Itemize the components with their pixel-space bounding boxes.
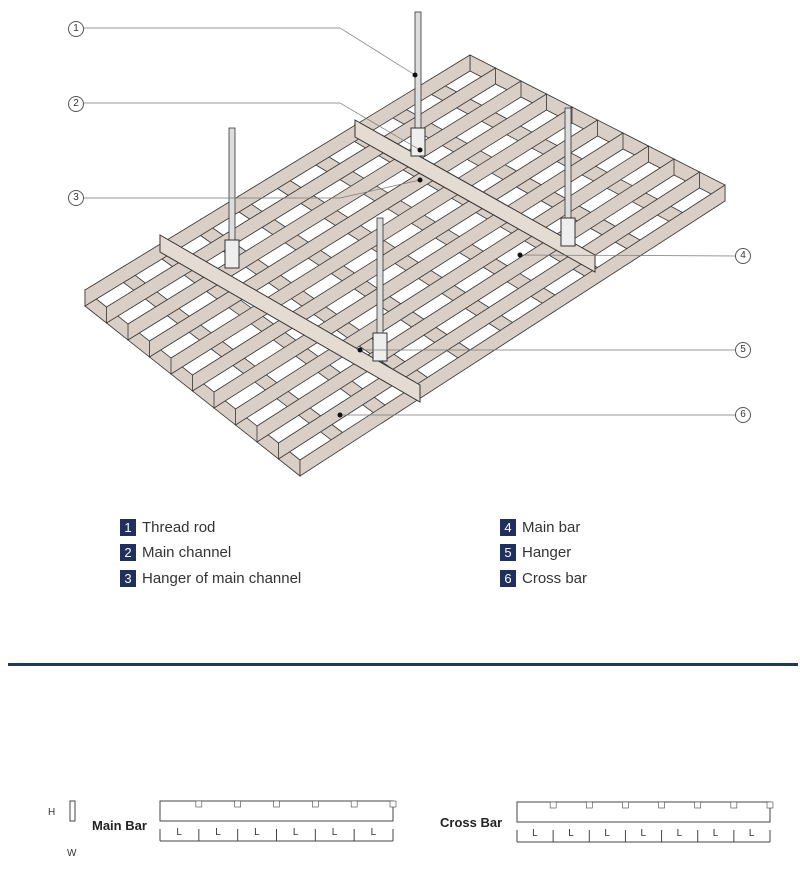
slot: [585, 801, 593, 809]
hanger: [224, 239, 240, 269]
legend-label: Hanger of main channel: [142, 570, 302, 587]
legend-label: Hanger: [522, 544, 572, 561]
main-channel: [354, 119, 596, 273]
leader-dot: [417, 147, 423, 153]
legend-number: 6: [500, 570, 516, 587]
slot: [766, 801, 774, 809]
slot: [389, 800, 397, 808]
leader-dot: [412, 72, 418, 78]
leader-dot: [417, 177, 423, 183]
slot: [195, 800, 203, 808]
legend-number: 1: [120, 519, 136, 536]
slot: [730, 801, 738, 809]
leader-line: [82, 27, 416, 76]
main-bar: [299, 184, 726, 477]
legend-label: Thread rod: [142, 519, 216, 536]
slot: [622, 801, 629, 809]
length-label: L: [215, 827, 221, 838]
hanger: [410, 127, 426, 157]
callout-2: 2: [68, 96, 84, 112]
length-label: L: [712, 828, 719, 839]
legend-number: 4: [500, 519, 516, 536]
section-profile: [69, 800, 76, 822]
legend-label: Main bar: [522, 519, 581, 536]
main-bar: [278, 171, 700, 460]
length-label: L: [568, 828, 574, 839]
legend-item: 4 Main bar: [500, 519, 580, 536]
length-label: L: [604, 828, 610, 839]
legend-label: Cross bar: [522, 570, 588, 587]
callout-5: 5: [735, 342, 751, 358]
section-divider: [8, 663, 798, 666]
legend-item: 1 Thread rod: [120, 519, 215, 536]
length-label: L: [532, 828, 538, 839]
slot: [549, 801, 557, 809]
legend-number: 3: [120, 570, 136, 587]
length-label: L: [640, 828, 647, 839]
slot: [350, 800, 358, 808]
leader-dot: [357, 347, 363, 353]
slot: [658, 801, 665, 809]
leader-line: [82, 102, 421, 151]
length-label: L: [176, 827, 182, 838]
callout-4: 4: [735, 248, 751, 264]
legend-item: 5 Hanger: [500, 544, 571, 561]
length-label: L: [292, 827, 299, 838]
leader-dot: [337, 412, 343, 418]
length-label: L: [676, 828, 683, 839]
main-channel: [159, 234, 421, 403]
main-bar: [106, 67, 496, 324]
length-label: L: [331, 827, 338, 838]
height-label: H: [48, 807, 56, 818]
legend-item: 6 Cross bar: [500, 570, 587, 587]
callout-3: 3: [68, 190, 84, 206]
leader-dot: [517, 252, 523, 258]
slot: [312, 800, 319, 808]
callout-1: 1: [68, 21, 84, 37]
legend-item: 2 Main channel: [120, 544, 231, 561]
length-label: L: [254, 827, 260, 838]
width-label: W: [67, 848, 77, 859]
legend-label: Main channel: [142, 544, 232, 561]
cross-bar-profile: [516, 801, 771, 823]
main-bar: [84, 54, 471, 307]
legend-number: 2: [120, 544, 136, 561]
hanger: [560, 217, 576, 247]
main-bar-label: Main Bar: [92, 818, 147, 833]
leader-line: [519, 254, 736, 257]
cross-bar-label: Cross Bar: [440, 815, 503, 830]
length-label: L: [370, 827, 377, 838]
slot: [694, 801, 702, 809]
legend-item: 3 Hanger of main channel: [120, 570, 301, 587]
length-label: L: [748, 828, 755, 839]
legend-number: 5: [500, 544, 516, 561]
slot: [234, 800, 241, 808]
callout-6: 6: [735, 407, 751, 423]
slot: [273, 800, 280, 808]
leader-line: [82, 179, 421, 199]
hanger: [372, 332, 388, 362]
